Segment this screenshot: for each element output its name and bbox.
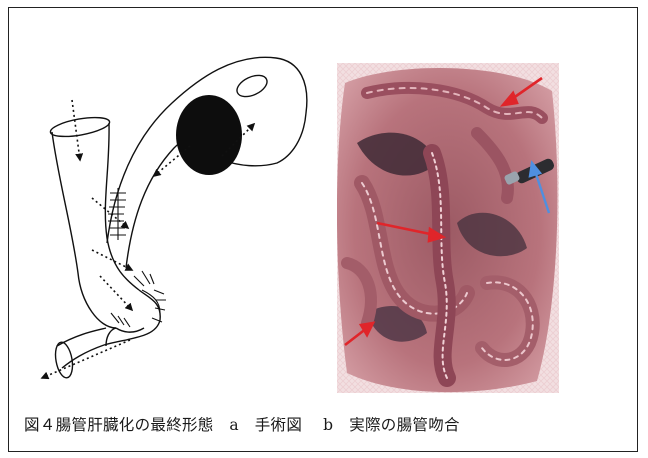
anastomosis-photo xyxy=(337,63,559,393)
intestine-outline xyxy=(49,57,307,379)
surgery-diagram xyxy=(14,28,319,393)
liver-mass-icon xyxy=(176,95,242,175)
figure-caption: 図４腸管肝臓化の最終形態 a 手術図 b 実際の腸管吻合 xyxy=(24,413,460,435)
